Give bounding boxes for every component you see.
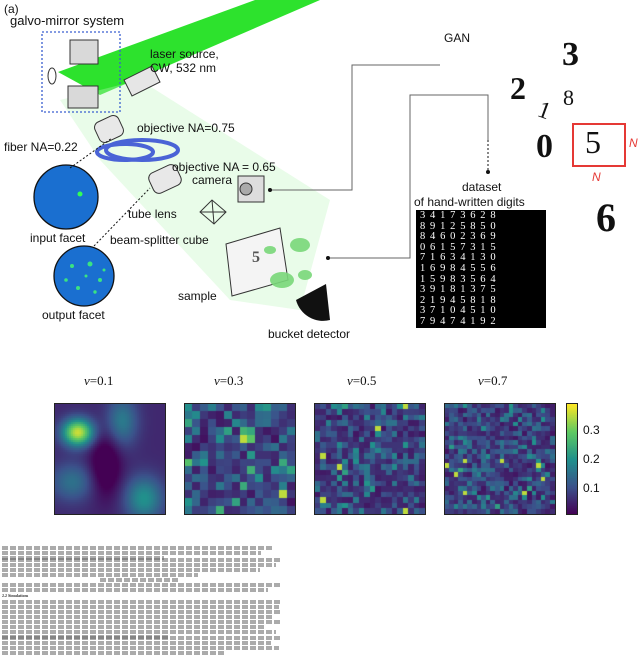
- digit-6: 6: [596, 194, 616, 241]
- paper-paragraph-4: [2, 636, 282, 656]
- label-dataset: dataset: [462, 180, 501, 194]
- heatmap-title-0-value: =0.1: [90, 373, 114, 388]
- digit-3: 3: [562, 36, 579, 74]
- heatmap-nu-0.1: [54, 403, 166, 515]
- mnist-row: 79474192: [420, 317, 544, 328]
- gan-connector-camera: [270, 65, 440, 190]
- input-facet-disc: [34, 165, 98, 229]
- mnist-row: 16984556: [420, 264, 544, 275]
- heatmap-nu-0.7: [444, 403, 556, 515]
- paper-paragraph-2: [2, 583, 282, 593]
- colorbar-tick-0.1: 0.1: [583, 481, 600, 495]
- svg-text:5: 5: [252, 249, 260, 266]
- heatmap-title-2-value: =0.5: [353, 373, 377, 388]
- label-objective-1: objective NA=0.75: [137, 121, 235, 135]
- galvo-mirror-lower: [68, 86, 98, 108]
- label-fiber: fiber NA=0.22: [4, 140, 78, 154]
- output-facet-disc: [54, 246, 114, 306]
- label-laser: laser source,: [150, 47, 219, 61]
- label-gan: GAN: [444, 31, 470, 45]
- label-tube-lens: tube lens: [128, 207, 177, 221]
- heatmap-title-1: ν=0.3: [214, 373, 243, 389]
- heatmap-title-0: ν=0.1: [84, 373, 113, 389]
- heatmap-nu-0.3: [184, 403, 296, 515]
- label-laser-spec: CW, 532 nm: [150, 61, 216, 75]
- mnist-row: 34173628: [420, 211, 544, 222]
- label-beam-splitter: beam-splitter cube: [110, 233, 209, 247]
- colorbar-tick-0.3: 0.3: [583, 423, 600, 437]
- label-bucket: bucket detector: [268, 327, 350, 341]
- heatmap-title-3-value: =0.7: [484, 373, 508, 388]
- digit-0: 0: [536, 128, 553, 166]
- setup-schematic: 5: [0, 0, 640, 345]
- digit-2: 2: [510, 70, 526, 107]
- heatmap-title-3: ν=0.7: [478, 373, 507, 389]
- label-sample: sample: [178, 289, 217, 303]
- heatmap-title-2: ν=0.5: [347, 373, 376, 389]
- paper-paragraph-3: [2, 600, 282, 640]
- digit-8: 8: [563, 85, 574, 111]
- heatmap-nu-0.5: [314, 403, 426, 515]
- colorbar: [566, 403, 578, 515]
- label-galvo: galvo-mirror system: [10, 14, 124, 28]
- heatmap-title-1-value: =0.3: [220, 373, 244, 388]
- galvo-mirror-upper: [70, 40, 98, 64]
- label-input-facet: input facet: [30, 231, 85, 245]
- paper-paragraph-1: [2, 558, 282, 578]
- camera-icon: [238, 176, 264, 202]
- digit-5: 5: [585, 124, 601, 161]
- colorbar-tick-0.2: 0.2: [583, 452, 600, 466]
- label-n-bottom: N: [592, 170, 601, 184]
- label-n-right: N: [629, 136, 638, 150]
- label-dataset-2: of hand-written digits: [414, 195, 525, 209]
- label-output-facet: output facet: [42, 308, 105, 322]
- paper-section-heading: 2.2 Simulations: [2, 593, 28, 598]
- label-camera: camera: [192, 173, 232, 187]
- label-objective-2: objective NA = 0.65: [172, 160, 276, 174]
